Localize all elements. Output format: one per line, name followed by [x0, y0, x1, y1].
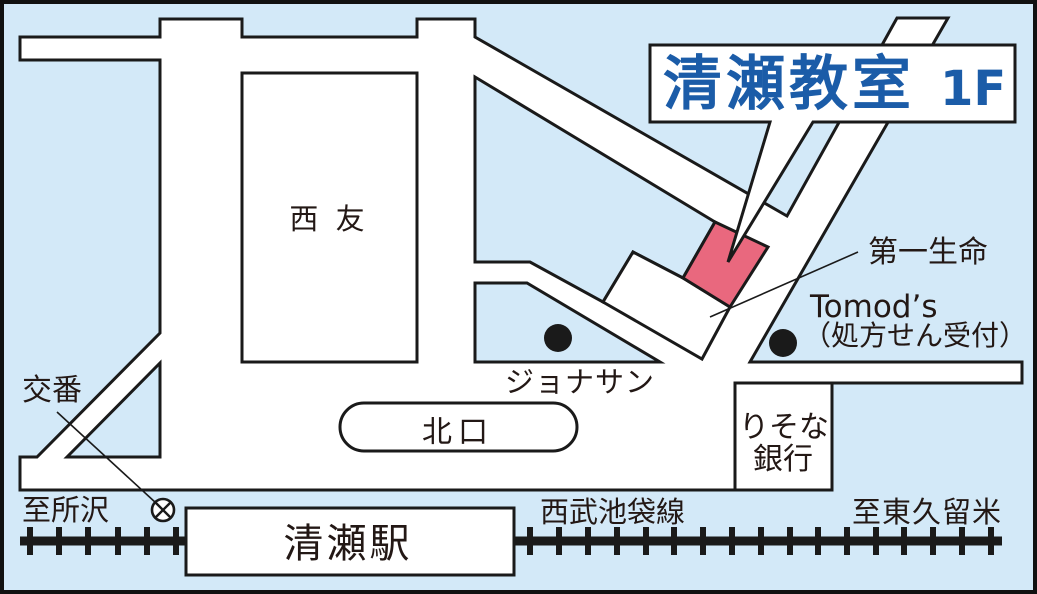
tomods-marker-icon [769, 329, 797, 357]
koban-label: 交番 [22, 373, 82, 408]
rail-tie [787, 527, 793, 555]
rail-tie [988, 527, 994, 555]
direction-west-label: 至所沢 [22, 493, 109, 527]
rail-tie [173, 527, 179, 555]
rail-tie [758, 527, 764, 555]
classroom-floor: 1F [940, 61, 1006, 117]
rail-tie [144, 527, 150, 555]
rail-tie [930, 527, 936, 555]
rail-tie [556, 527, 562, 555]
rail-tie [844, 527, 850, 555]
police-box-icon [150, 497, 176, 523]
rail-tie [56, 527, 62, 555]
tomods-note: （処方せん受付） [803, 319, 1027, 352]
classroom-name: 清瀬教室 [663, 49, 915, 118]
resona-label-line1: りそな [739, 410, 829, 445]
north-exit-plaza [338, 401, 579, 453]
resona-bank-building [733, 381, 834, 492]
rail-tie [815, 527, 821, 555]
rail-tie [729, 527, 735, 555]
station-building [184, 506, 516, 577]
jonathan-marker-icon [544, 324, 572, 352]
rail-tie [527, 527, 533, 555]
rail-tie [700, 527, 706, 555]
daiichi-seimei-building [600, 250, 732, 362]
station-label: 清瀬駅 [284, 521, 413, 567]
seiyu-building [240, 71, 419, 364]
rail-tie [115, 527, 121, 555]
tomods-label: Tomod’s [809, 289, 937, 325]
rail-tie [901, 527, 907, 555]
classroom-callout [648, 43, 1017, 263]
rail-tie [85, 527, 91, 555]
direction-east-label: 至東久留米 [852, 495, 1002, 529]
rail-tie [873, 527, 879, 555]
seiyu-label: 西 友 [289, 202, 368, 236]
north-exit-label: 北口 [422, 415, 494, 450]
rail-tie [643, 527, 649, 555]
resona-label-line2: 銀行 [753, 442, 813, 477]
classroom-building-highlight [680, 220, 771, 310]
koban-leader-line [56, 411, 157, 504]
daiichi-seimei-leader-line [709, 251, 859, 318]
jonathan-label: ジョナサン [505, 365, 655, 399]
railway-line-label: 西武池袋線 [540, 495, 685, 529]
daiichi-seimei-label: 第一生命 [868, 235, 988, 270]
rail-ties [27, 527, 994, 555]
rail-tie [27, 527, 33, 555]
rail-tie [585, 527, 591, 555]
rail-tie [959, 527, 965, 555]
rail-tie [671, 527, 677, 555]
rail-tie [614, 527, 620, 555]
